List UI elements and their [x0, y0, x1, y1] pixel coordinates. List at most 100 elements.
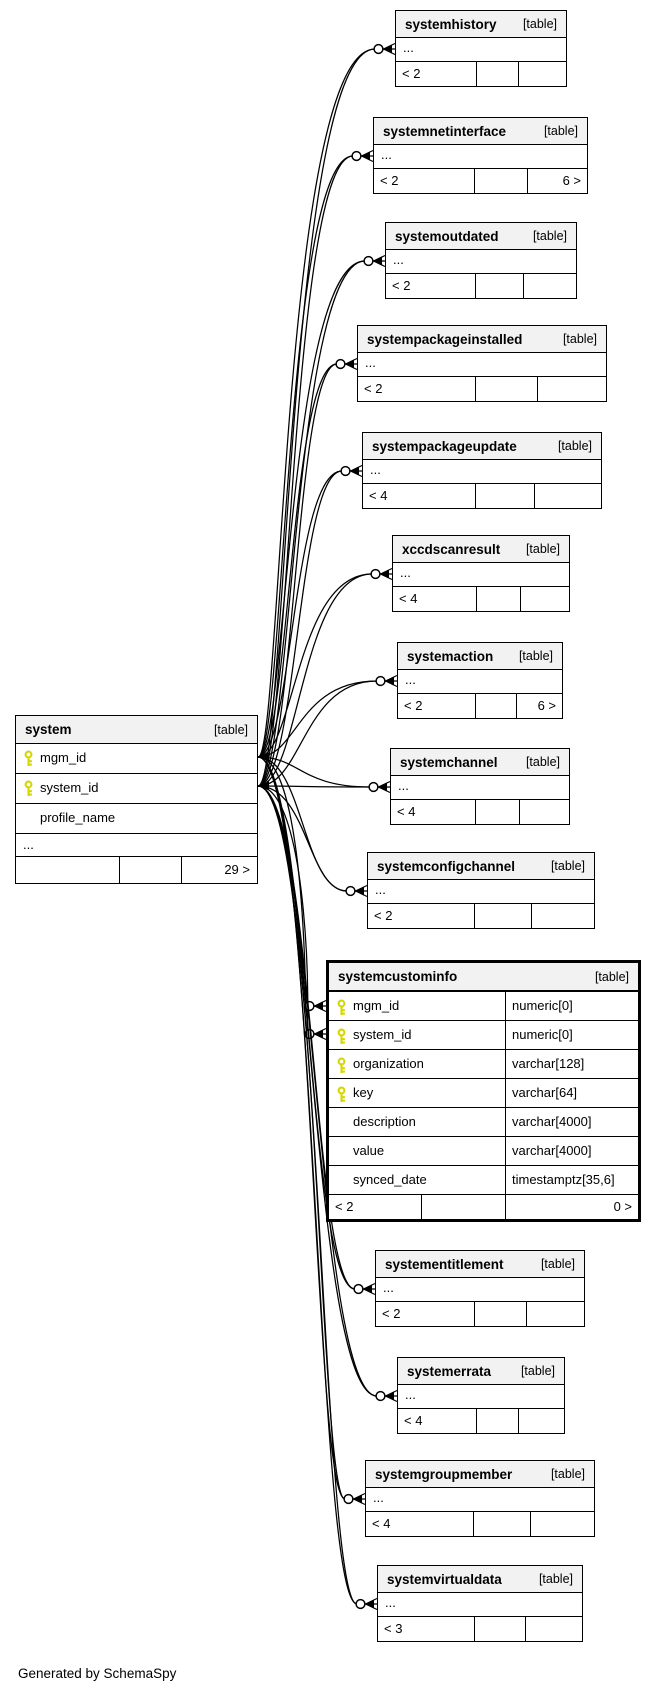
- table-footer: < 4: [393, 586, 569, 611]
- table-header[interactable]: systemoutdated [table]: [386, 223, 576, 250]
- primary-key-icon: [337, 1086, 345, 1102]
- table-name[interactable]: systemgroupmember: [375, 1466, 513, 1482]
- column-row: synced_date timestamptz[35,6]: [329, 1165, 638, 1194]
- table-header[interactable]: systemnetinterface [table]: [374, 118, 587, 145]
- table-header[interactable]: systemcustominfo [table]: [329, 963, 638, 992]
- relationship-edge: [257, 260, 366, 758]
- column-type: varchar[4000]: [505, 1137, 638, 1165]
- crows-foot-icon: [365, 1597, 378, 1611]
- table-type-tag: [table]: [532, 229, 567, 243]
- column-row: mgm_id: [16, 744, 257, 774]
- table-name[interactable]: systempackageinstalled: [367, 331, 523, 347]
- relationship-edge: [257, 260, 366, 787]
- footer-right-cell: 6 >: [516, 694, 562, 718]
- primary-key-icon: [337, 1028, 345, 1044]
- crows-foot-icon: [353, 1492, 366, 1506]
- table-name[interactable]: systemaction: [407, 648, 494, 664]
- table-systementitlement: systementitlement[table]...< 2: [375, 1250, 585, 1327]
- table-header[interactable]: systementitlement[table]: [376, 1251, 584, 1278]
- table-header[interactable]: systemgroupmember[table]: [366, 1461, 594, 1488]
- footer-right-cell: [525, 1302, 584, 1326]
- table-type-tag: [table]: [538, 1572, 573, 1586]
- table-type-tag: [table]: [562, 332, 597, 346]
- table-name[interactable]: systempackageupdate: [372, 438, 517, 454]
- table-name[interactable]: xccdscanresult: [402, 541, 501, 557]
- table-header[interactable]: systemchannel[table]: [391, 749, 569, 776]
- table-type-tag: [table]: [543, 124, 578, 138]
- footer-left-cell: < 4: [369, 488, 388, 503]
- crows-foot-icon: [363, 1282, 376, 1296]
- table-name[interactable]: systemconfigchannel: [377, 858, 516, 874]
- collapsed-columns-row: ...: [405, 1387, 416, 1402]
- table-name[interactable]: systemchannel: [400, 754, 498, 770]
- table-header[interactable]: systempackageupdate[table]: [363, 433, 601, 460]
- primary-key-icon: [24, 780, 32, 797]
- column-name: synced_date: [353, 1172, 427, 1187]
- table-header[interactable]: systemerrata [table]: [398, 1358, 564, 1385]
- footer-left-cell: < 4: [399, 591, 418, 606]
- footer-middle-cell: [421, 1195, 505, 1219]
- relationship-edge: [257, 573, 373, 758]
- relationship-edge: [257, 48, 376, 787]
- table-name[interactable]: systemcustominfo: [338, 969, 458, 984]
- table-systemchannel: systemchannel[table]...< 4: [390, 748, 570, 825]
- relationship-edge: [257, 756, 371, 788]
- collapsed-columns-row: ...: [398, 778, 409, 793]
- zero-or-many-circle-icon: [375, 675, 386, 687]
- table-footer: < 2: [376, 1301, 584, 1326]
- relationship-edge: [257, 470, 343, 758]
- table-footer: < 2: [358, 376, 606, 401]
- table-header[interactable]: system[table]: [16, 716, 257, 744]
- table-footer: < 2: [386, 273, 576, 298]
- footer-right-cell: [534, 484, 601, 508]
- relationship-edge: [257, 785, 348, 892]
- table-header[interactable]: xccdscanresult[table]: [393, 536, 569, 563]
- footer-left-cell: < 2: [392, 278, 411, 293]
- table-name[interactable]: systemnetinterface: [383, 123, 507, 139]
- zero-or-many-circle-icon: [355, 1598, 366, 1610]
- footer-middle-cell: [476, 1409, 518, 1433]
- table-name[interactable]: systemvirtualdata: [387, 1571, 502, 1587]
- table-type-tag: [table]: [520, 1364, 555, 1378]
- column-type: varchar[64]: [505, 1079, 638, 1107]
- arrowhead-icon: [350, 466, 359, 476]
- column-type: timestamptz[35,6]: [505, 1166, 638, 1194]
- column-name: system_id: [353, 1027, 412, 1042]
- table-name[interactable]: system: [25, 722, 72, 737]
- table-header[interactable]: systemvirtualdata [table]: [378, 1566, 582, 1593]
- arrowhead-icon: [385, 676, 394, 686]
- zero-or-many-circle-icon: [375, 1390, 386, 1402]
- column-name: mgm_id: [40, 750, 87, 765]
- footer-middle-cell: [474, 484, 535, 508]
- zero-or-many-circle-icon: [368, 781, 379, 793]
- table-type-tag: [table]: [594, 969, 629, 984]
- table-header[interactable]: systempackageinstalled [table]: [358, 326, 606, 353]
- crows-foot-icon: [314, 1027, 327, 1041]
- table-header[interactable]: systemhistory[table]: [396, 11, 566, 38]
- footer-middle-cell: [119, 857, 181, 883]
- footer-right-cell: 29 >: [181, 857, 257, 883]
- table-name[interactable]: systemerrata: [407, 1363, 492, 1379]
- zero-or-many-circle-icon: [373, 43, 384, 55]
- footer-left-cell: [16, 857, 119, 883]
- table-footer: < 4: [363, 483, 601, 508]
- table-name[interactable]: systementitlement: [385, 1256, 504, 1272]
- column-row: profile_name: [16, 804, 257, 834]
- table-name[interactable]: systemoutdated: [395, 228, 499, 244]
- column-type: numeric[0]: [505, 992, 638, 1020]
- zero-or-many-circle-icon: [304, 1000, 315, 1012]
- crows-foot-icon: [345, 357, 358, 371]
- footer-left-cell: < 2: [404, 698, 423, 713]
- primary-key-icon: [337, 1057, 345, 1073]
- arrowhead-icon: [380, 569, 389, 579]
- table-name[interactable]: systemhistory: [405, 16, 497, 32]
- arrowhead-icon: [345, 359, 354, 369]
- generator-note: Generated by SchemaSpy: [18, 1666, 177, 1681]
- column-name: profile_name: [40, 810, 116, 825]
- footer-middle-cell: [474, 169, 527, 193]
- table-header[interactable]: systemaction[table]: [398, 643, 562, 670]
- table-header[interactable]: systemconfigchannel[table]: [368, 853, 594, 880]
